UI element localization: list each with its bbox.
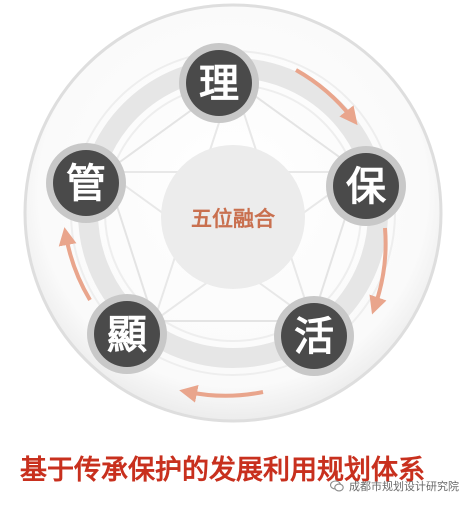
node-huo: 活 — [274, 296, 354, 376]
node-xian: 顯 — [87, 294, 167, 374]
flow-arrow-2 — [369, 227, 388, 315]
node-label-bao: 保 — [346, 163, 387, 210]
flow-arrow-1 — [295, 68, 358, 126]
node-label-li: 理 — [199, 60, 239, 107]
node-li: 理 — [179, 43, 259, 123]
watermark-text: 成都市规划设计研究院 — [349, 480, 459, 493]
watermark: 成都市规划设计研究院 — [330, 478, 459, 494]
flow-arrow-4 — [58, 227, 92, 302]
node-guan: 管 — [46, 143, 126, 223]
center-disc — [161, 145, 305, 289]
wechat-icon — [330, 480, 344, 492]
diagram-caption: 基于传承保护的发展利用规划体系 — [20, 455, 425, 486]
center-label: 五位融合 — [191, 207, 276, 231]
node-label-guan: 管 — [66, 160, 106, 207]
node-bao: 保 — [326, 146, 406, 226]
node-label-huo: 活 — [294, 313, 334, 360]
flow-arrow-3 — [179, 384, 264, 403]
node-label-xian: 顯 — [107, 311, 147, 358]
